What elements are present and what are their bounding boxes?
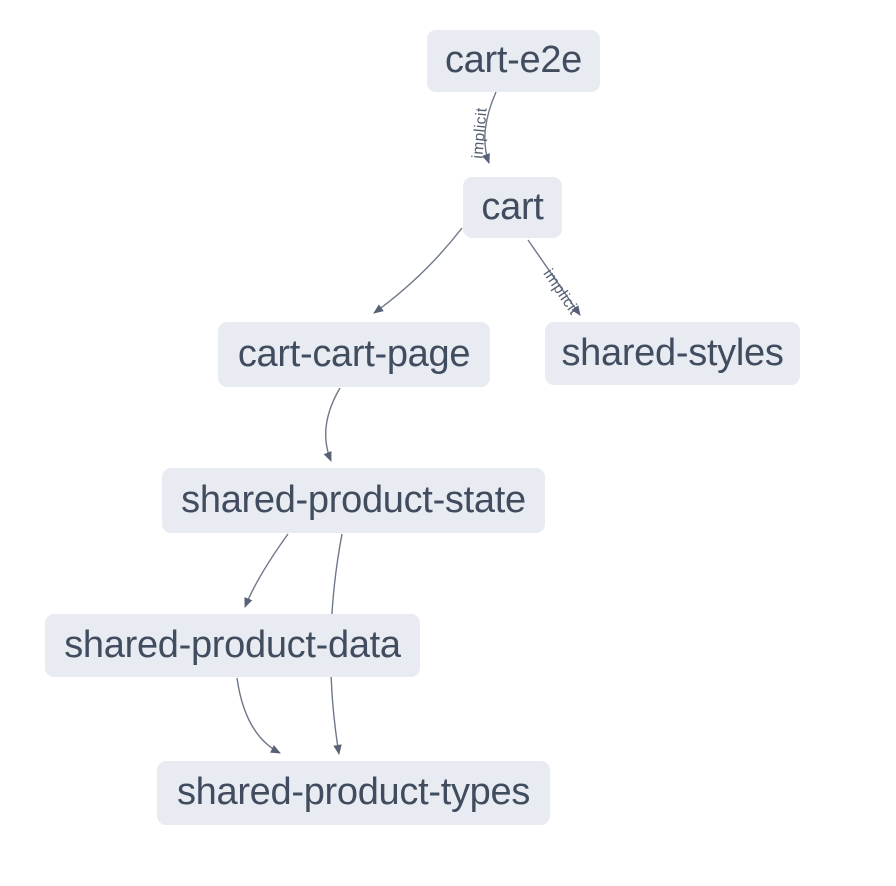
node-label: cart: [481, 185, 544, 228]
edge-shared-product-data-to-shared-product-types[interactable]: [236, 677, 281, 754]
graph-node-cart-cart-page[interactable]: cart-cart-page: [218, 322, 490, 387]
node-label: shared-product-types: [176, 771, 531, 813]
edge-shared-product-state-to-shared-product-data[interactable]: [244, 533, 289, 608]
graph-node-shared-styles[interactable]: shared-styles: [545, 322, 800, 385]
node-label: cart-e2e: [444, 39, 582, 81]
node-label: cart-cart-page: [237, 332, 471, 375]
edge-cart-to-cart-cart-page[interactable]: [373, 227, 463, 314]
node-label: shared-product-data: [64, 623, 401, 666]
edge-cart-to-shared-styles[interactable]: [527, 239, 581, 316]
graph-node-shared-product-types[interactable]: shared-product-types: [157, 761, 550, 825]
graph-node-cart-e2e[interactable]: cart-e2e: [427, 30, 600, 92]
node-label: shared-product-state: [181, 478, 526, 521]
edge-label-implicit-shared-styles: implicit: [540, 266, 583, 318]
edge-cart-cart-page-to-shared-product-state[interactable]: [323, 387, 341, 462]
graph-node-shared-product-data[interactable]: shared-product-data: [45, 614, 420, 677]
node-label: shared-styles: [561, 331, 784, 374]
edge-label-implicit-cart-e2e: implicit: [469, 106, 490, 159]
graph-node-cart[interactable]: cart: [463, 177, 562, 238]
edge-cart-e2e-to-cart[interactable]: [481, 91, 497, 164]
graph-node-shared-product-state[interactable]: shared-product-state: [162, 468, 545, 533]
